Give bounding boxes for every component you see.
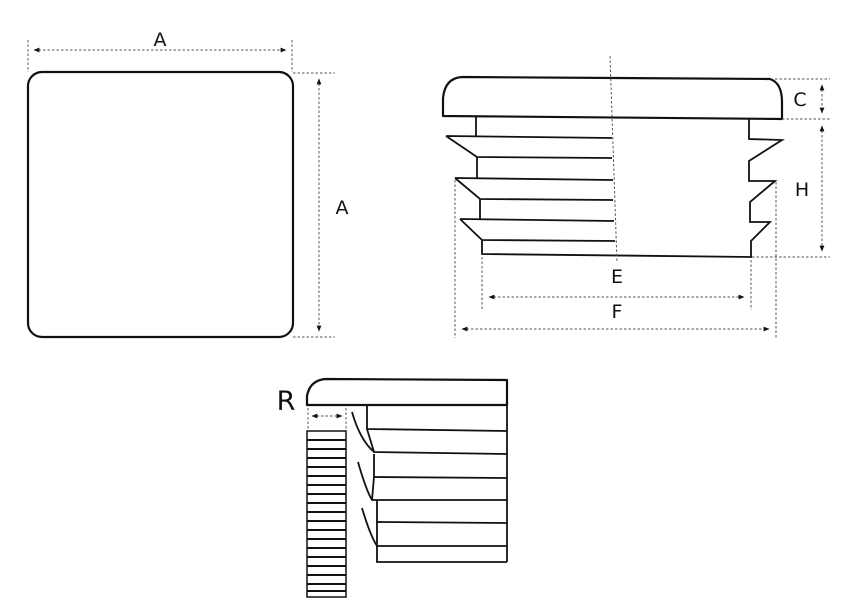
label-r: R	[277, 386, 296, 417]
label-c: C	[793, 89, 806, 111]
label-a-top: A	[154, 29, 167, 51]
detail-view: R	[277, 377, 509, 598]
cap-top-outline	[26, 70, 295, 339]
detail-fins	[351, 380, 508, 563]
top-view: A A	[26, 29, 349, 339]
right-fins	[748, 119, 785, 257]
label-a-right: A	[336, 197, 349, 219]
label-f: F	[612, 301, 623, 323]
center-line	[609, 55, 618, 264]
label-h: H	[795, 179, 809, 201]
label-e: E	[611, 266, 623, 288]
detail-cap-head	[305, 377, 509, 407]
ribbed-strip	[306, 430, 347, 598]
cap-head	[441, 75, 784, 121]
side-view: C H E F	[441, 55, 830, 338]
left-fins	[445, 116, 753, 258]
